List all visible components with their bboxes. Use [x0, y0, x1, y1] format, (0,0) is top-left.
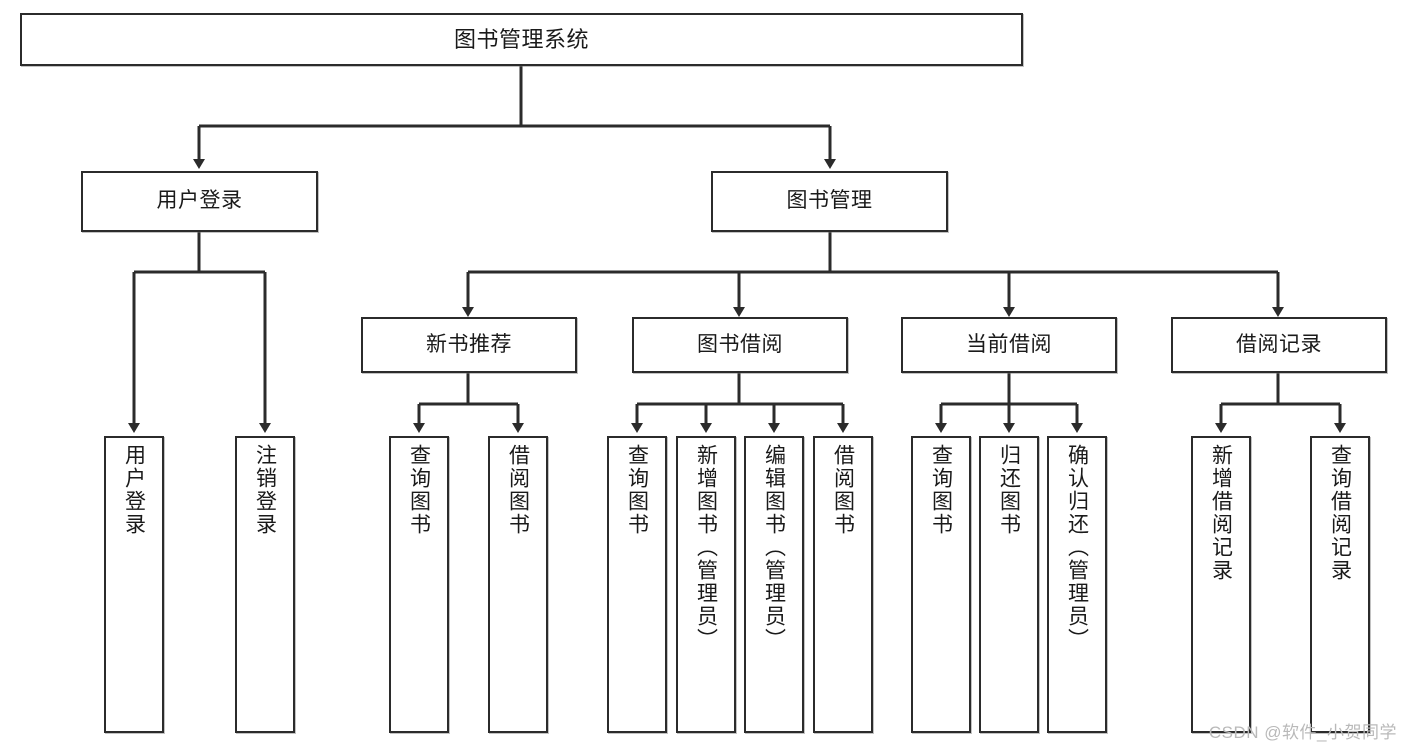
node-leaf-user-login-label: 用户登录 — [122, 444, 146, 536]
node-leaf-query-book-3-label: 查询图书 — [929, 444, 953, 536]
node-leaf-return-book[interactable]: 归还图书 — [979, 436, 1039, 733]
node-book-borrow[interactable]: 图书借阅 — [632, 317, 848, 373]
node-leaf-query-book-2-label: 查询图书 — [625, 444, 649, 536]
node-leaf-return-book-label: 归还图书 — [997, 444, 1021, 536]
node-new-book-recommend-label: 新书推荐 — [426, 332, 512, 356]
node-leaf-edit-book[interactable]: 编辑图书（管理员） — [744, 436, 804, 733]
node-root[interactable]: 图书管理系统 — [20, 13, 1023, 66]
node-leaf-logout-login[interactable]: 注销登录 — [235, 436, 295, 733]
node-leaf-confirm-return[interactable]: 确认归还（管理员） — [1047, 436, 1107, 733]
node-root-label: 图书管理系统 — [453, 26, 589, 52]
node-leaf-logout-login-label: 注销登录 — [253, 444, 277, 536]
node-book-borrow-label: 图书借阅 — [697, 332, 783, 356]
node-leaf-add-record[interactable]: 新增借阅记录 — [1191, 436, 1251, 733]
node-book-management-label: 图书管理 — [786, 189, 873, 213]
node-leaf-query-record-label: 查询借阅记录 — [1328, 444, 1352, 582]
node-leaf-borrow-book-1-label: 借阅图书 — [506, 444, 530, 536]
node-leaf-borrow-book-2[interactable]: 借阅图书 — [813, 436, 873, 733]
node-leaf-add-book-label: 新增图书（管理员） — [694, 444, 718, 651]
watermark-text: CSDN @软件_小贺同学 — [1208, 723, 1397, 742]
node-leaf-user-login[interactable]: 用户登录 — [104, 436, 164, 733]
node-user-login-label: 用户登录 — [156, 189, 243, 213]
node-current-borrow-label: 当前借阅 — [966, 332, 1052, 356]
node-new-book-recommend[interactable]: 新书推荐 — [361, 317, 577, 373]
node-user-login[interactable]: 用户登录 — [81, 171, 318, 232]
node-leaf-query-book-3[interactable]: 查询图书 — [911, 436, 971, 733]
node-leaf-edit-book-label: 编辑图书（管理员） — [762, 444, 786, 651]
node-leaf-borrow-book-1[interactable]: 借阅图书 — [488, 436, 548, 733]
node-leaf-confirm-return-label: 确认归还（管理员） — [1065, 444, 1089, 651]
node-leaf-query-book-1[interactable]: 查询图书 — [389, 436, 449, 733]
node-borrow-record[interactable]: 借阅记录 — [1171, 317, 1387, 373]
node-leaf-query-book-2[interactable]: 查询图书 — [607, 436, 667, 733]
node-current-borrow[interactable]: 当前借阅 — [901, 317, 1117, 373]
node-leaf-borrow-book-2-label: 借阅图书 — [831, 444, 855, 536]
node-leaf-add-record-label: 新增借阅记录 — [1209, 444, 1233, 582]
node-book-management[interactable]: 图书管理 — [711, 171, 948, 232]
node-leaf-query-book-1-label: 查询图书 — [407, 444, 431, 536]
node-borrow-record-label: 借阅记录 — [1236, 332, 1322, 356]
node-leaf-query-record[interactable]: 查询借阅记录 — [1310, 436, 1370, 733]
node-leaf-add-book[interactable]: 新增图书（管理员） — [676, 436, 736, 733]
